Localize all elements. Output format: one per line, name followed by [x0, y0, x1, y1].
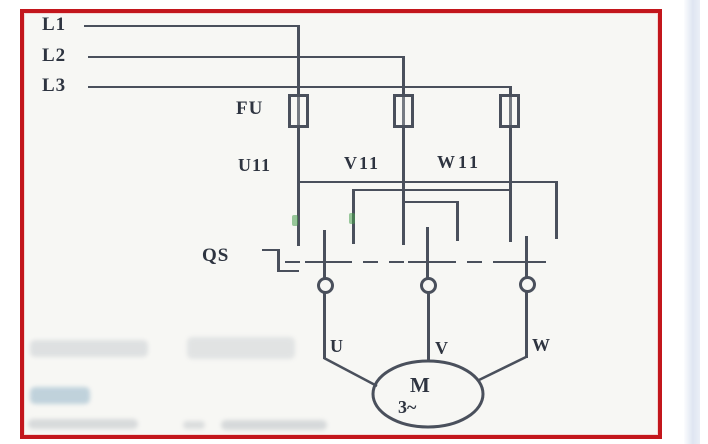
wire-phase-w-vertical	[509, 86, 512, 242]
bleedthrough-smudge-5	[183, 421, 205, 429]
bleedthrough-smudge-6	[221, 420, 327, 430]
motor-letter: M	[410, 373, 430, 397]
label-u11: U11	[238, 155, 272, 175]
page-edge-strip	[684, 0, 700, 444]
green-scan-speck-2	[349, 213, 355, 224]
bleedthrough-smudge-1	[30, 340, 148, 357]
fuse-symbol-2	[393, 94, 414, 128]
wire-l2-horizontal	[88, 56, 405, 58]
red-frame-border	[20, 9, 662, 439]
wire-motor-u	[323, 291, 326, 359]
label-fu: FU	[236, 98, 264, 119]
fuse-symbol-3	[499, 94, 520, 128]
label-terminal-u: U	[330, 336, 343, 356]
label-terminal-v: V	[435, 338, 448, 358]
switch-blade-2	[426, 227, 429, 278]
wire-crossover-row3	[402, 201, 459, 203]
wire-crossover-row3-drop	[456, 201, 459, 241]
bleedthrough-smudge-2	[187, 337, 295, 359]
wire-crossover-row2	[352, 189, 512, 191]
switch-handle-stem	[277, 249, 280, 272]
wire-motor-v	[427, 291, 430, 362]
wire-l3-horizontal	[88, 86, 512, 88]
switch-handle-top	[262, 249, 280, 251]
label-qs: QS	[202, 245, 230, 266]
label-l2: L2	[42, 45, 67, 66]
bleedthrough-smudge-3	[30, 387, 90, 404]
wire-phase-v-vertical	[402, 56, 405, 245]
label-w11: W11	[437, 152, 482, 172]
label-l3: L3	[42, 75, 67, 96]
switch-handle-bottom	[278, 270, 299, 272]
wire-crossover-row1	[297, 181, 558, 183]
fuse-symbol-1	[288, 94, 309, 128]
wire-motor-w	[525, 290, 528, 358]
bleedthrough-smudge-4	[28, 419, 138, 429]
wire-phase-u-vertical	[297, 25, 300, 246]
wire-l1-horizontal	[84, 25, 300, 27]
label-terminal-w: W	[532, 335, 550, 355]
switch-blade-1	[323, 230, 326, 278]
wire-crossover-row1-drop	[555, 181, 558, 239]
switch-blade-3	[525, 236, 528, 278]
green-scan-speck-1	[292, 215, 298, 226]
label-v11: V11	[344, 153, 381, 173]
motor-phase-text: 3~	[398, 397, 417, 417]
label-l1: L1	[42, 14, 67, 35]
